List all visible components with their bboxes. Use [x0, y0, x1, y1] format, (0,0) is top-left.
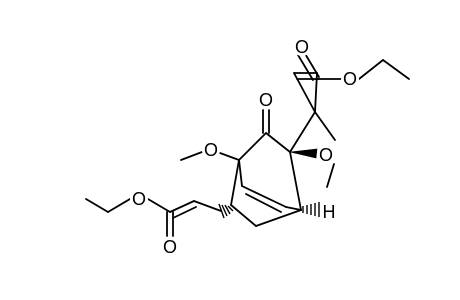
bond-ome-left-methyl: [180, 151, 203, 161]
left-ester-chain: [85, 198, 222, 237]
bond-cleft-to-ch: [230, 159, 240, 206]
bond-bridgehead-to-cq: [289, 151, 302, 211]
bond-left-ethyl-2: [85, 198, 109, 213]
atom-o-methoxy-left: O: [204, 140, 218, 160]
bond-ome-right-methyl: [326, 163, 335, 188]
bond-cleft-to-ome: [219, 152, 240, 161]
bond-left-vinyl-1: [193, 200, 222, 212]
bond-vinyl-to-ring-2: [314, 111, 336, 141]
bond-etheno-to-bridgehead: [285, 206, 302, 211]
atom-o-ketone: O: [259, 90, 273, 110]
atom-o-top-carbonyl: O: [295, 37, 309, 57]
bond-top-carbonyl-double-2: [303, 51, 320, 78]
bond-ketone-to-cleft: [238, 132, 267, 161]
atom-h-bridgehead: H: [323, 202, 336, 222]
bond-cq-to-vinyl: [289, 111, 316, 153]
top-ester-chain: [293, 72, 336, 141]
top-ester-bonds: [297, 51, 410, 81]
bond-left-vinyl-double-a: [169, 200, 195, 213]
bond-ketone-to-cq: [265, 132, 291, 153]
bond-ch2-to-bridgehead: [255, 209, 302, 227]
bond-left-ester-co: [147, 198, 171, 213]
bond-left-vinyl-double-b: [172, 206, 197, 219]
bond-left-ethyl-1: [107, 198, 131, 213]
hash-bridgehead-h: [302, 202, 320, 217]
atom-o-methoxy-right: O: [319, 145, 333, 165]
atom-o-top-ether: O: [343, 69, 357, 89]
bond-etheno-1: [241, 185, 287, 208]
atom-o-left-ether: O: [132, 189, 146, 209]
atom-labels: O O O O O O O H: [130, 37, 359, 257]
bond-top-ethyl-1: [358, 59, 384, 80]
bicyclic-core: [180, 109, 335, 227]
bond-cleft-down: [238, 159, 243, 187]
atom-o-left-carbonyl: O: [163, 237, 177, 257]
bond-ch-to-ch2: [230, 204, 257, 227]
bond-top-carbonyl-double-1: [297, 54, 314, 81]
bond-top-ethyl-2: [382, 59, 410, 80]
bond-etheno-2: [245, 193, 282, 213]
wedge-cq-to-ome: [289, 148, 318, 159]
